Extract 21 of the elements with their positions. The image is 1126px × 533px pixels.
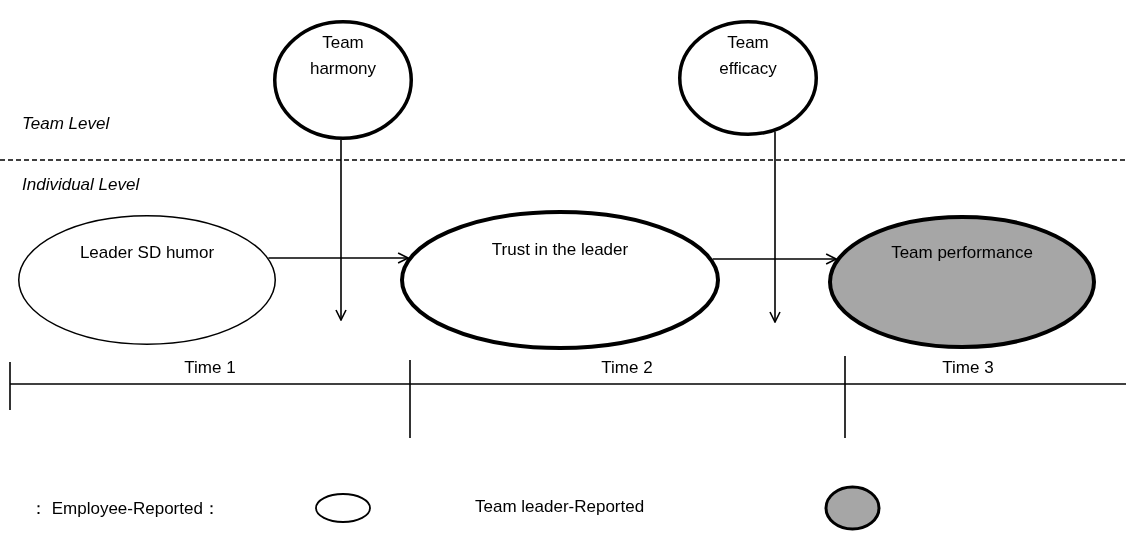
ellipse-node <box>828 215 1096 349</box>
ellipse-node <box>18 215 276 345</box>
level-label: Individual Level <box>22 175 140 195</box>
ellipse-node <box>400 210 720 350</box>
level-label: Team Level <box>22 114 110 134</box>
ellipse-node <box>678 20 818 136</box>
node-label: Team efficacy <box>718 32 778 80</box>
ellipse-node <box>273 20 413 140</box>
time-label: Time 3 <box>942 358 994 378</box>
legend-label: ： Employee-Reported： <box>30 498 220 520</box>
arrow <box>335 139 347 321</box>
arrow <box>267 252 409 264</box>
node-label: Leader SD humor <box>78 242 216 264</box>
node-label: Trust in the leader <box>490 239 630 261</box>
time-label: Time 2 <box>601 358 653 378</box>
time-label: Time 1 <box>184 358 236 378</box>
legend-label: Team leader-Reported <box>475 497 645 517</box>
arrow <box>711 253 837 265</box>
arrow <box>769 130 781 323</box>
node-label: Team harmony <box>308 32 378 80</box>
node-label: Team performance <box>890 242 1034 264</box>
